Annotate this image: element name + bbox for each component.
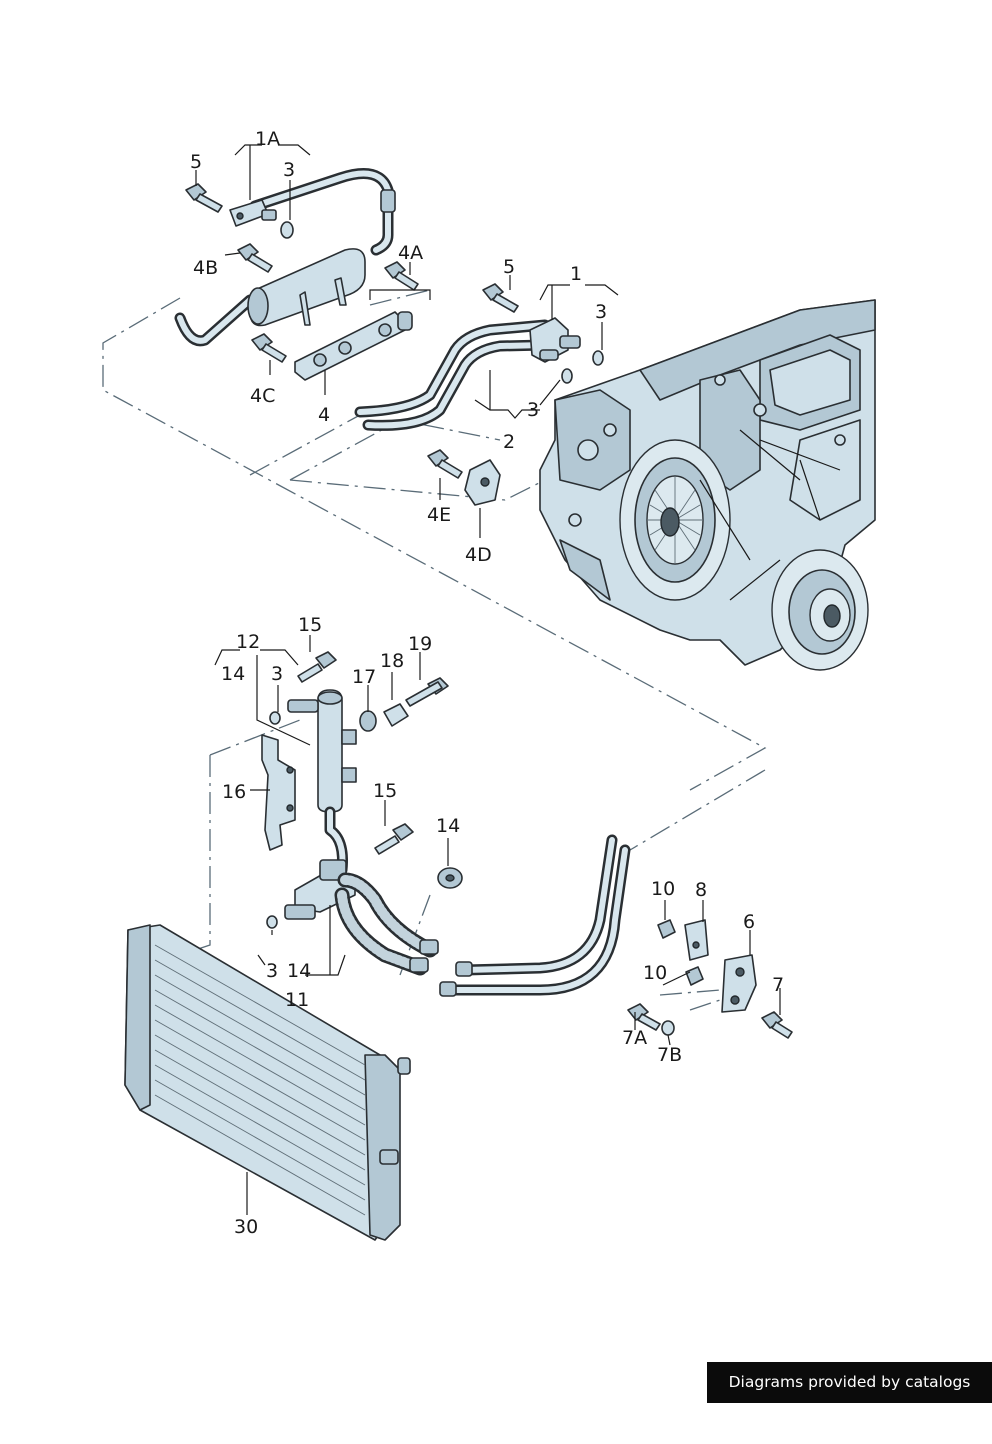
callout-8: 8 [695, 879, 707, 901]
callout-3-mid: 3 [595, 301, 607, 323]
callout-4B: 4B [193, 257, 218, 279]
callout-5-mid: 5 [503, 256, 515, 278]
callout-12: 12 [236, 631, 260, 653]
callout-4: 4 [318, 404, 330, 426]
credit-banner: Diagrams provided by catalogs parts [707, 1362, 992, 1432]
callout-labels: 1A 5 3 4B 4A 4C 4 5 1 3 3 2 4E 4D 15 12 … [190, 128, 784, 1238]
callout-6: 6 [743, 911, 755, 933]
cooler-pipes-1-2 [354, 317, 581, 431]
mount-bracket-hardware [627, 919, 793, 1039]
callout-1: 1 [570, 263, 582, 285]
callout-17: 17 [352, 666, 376, 688]
callout-7: 7 [772, 974, 784, 996]
callout-15-low: 15 [373, 780, 397, 802]
callout-10-top: 10 [651, 878, 675, 900]
callout-3-mid2: 3 [527, 399, 539, 421]
parts-diagram: 1A 5 3 4B 4A 4C 4 5 1 3 3 2 4E 4D 15 12 … [102, 128, 876, 1241]
cooler-pipe-1A [229, 168, 396, 256]
callout-4E: 4E [427, 504, 451, 526]
callout-4D: 4D [465, 544, 492, 566]
oil-filter-assembly [174, 248, 413, 381]
callout-14-left: 14 [221, 663, 245, 685]
upper-fasteners [185, 183, 604, 506]
callout-4C: 4C [250, 385, 275, 407]
callout-7B: 7B [657, 1044, 682, 1066]
callout-11: 11 [285, 989, 309, 1011]
transmission-housing [539, 299, 876, 671]
callout-30: 30 [234, 1216, 258, 1238]
callout-19: 19 [408, 633, 432, 655]
callout-1A: 1A [255, 128, 280, 150]
callout-3: 3 [283, 159, 295, 181]
callout-3-low: 3 [271, 663, 283, 685]
callout-4A: 4A [398, 242, 423, 264]
callout-14-bottom: 14 [287, 960, 311, 982]
radiator-fins [154, 944, 366, 1216]
radiator [124, 924, 411, 1241]
callout-14-nut: 14 [436, 815, 460, 837]
callout-10-low: 10 [643, 962, 667, 984]
callout-5: 5 [190, 151, 202, 173]
callout-3-bottom: 3 [266, 960, 278, 982]
callout-2: 2 [503, 431, 515, 453]
callout-15: 15 [298, 614, 322, 636]
leader-lines [195, 144, 781, 1215]
callout-18: 18 [380, 650, 404, 672]
callout-7A: 7A [622, 1027, 647, 1049]
lower-cooler-assembly [261, 651, 631, 997]
callout-16: 16 [222, 781, 246, 803]
